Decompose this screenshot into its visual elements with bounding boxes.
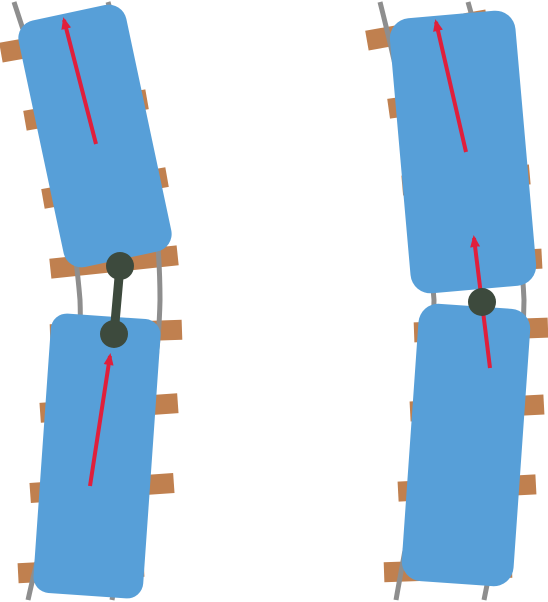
right-pivot-coupler (468, 288, 496, 316)
car-body (389, 10, 537, 294)
right-rear-car (401, 235, 531, 587)
left-link-coupler (100, 252, 134, 348)
car-body (401, 303, 531, 587)
direction-arrow (433, 19, 468, 153)
right-panel (365, 1, 548, 601)
right-front-car (389, 10, 537, 294)
left-front-car (18, 4, 172, 268)
direction-arrow (61, 17, 98, 145)
direction-arrow (88, 353, 114, 487)
coupler-pin-rear (100, 320, 128, 348)
car-body (33, 313, 161, 599)
coupler-pin-front (106, 252, 134, 280)
left-rear-car (33, 313, 161, 599)
left-panel (0, 1, 183, 601)
